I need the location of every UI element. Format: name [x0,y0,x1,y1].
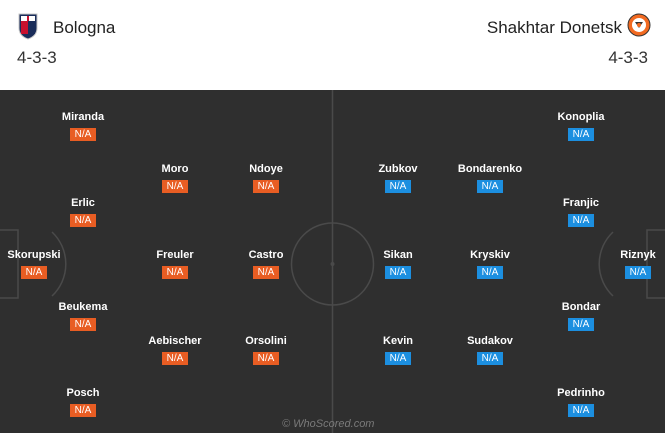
player-sudakov[interactable]: Sudakov N/A [450,335,530,366]
player-skorupski[interactable]: Skorupski N/A [0,249,74,280]
player-rating-badge: N/A [568,318,594,331]
player-name: Skorupski [7,249,61,261]
player-name: Franjic [562,197,600,209]
player-kryskiv[interactable]: Kryskiv N/A [450,249,530,280]
player-name: Ndoye [249,163,283,175]
player-rating-badge: N/A [253,266,279,279]
player-rating-badge: N/A [253,352,279,365]
home-team-name[interactable]: Bologna [53,18,116,37]
player-rating-badge: N/A [385,352,411,365]
player-name: Kevin [383,335,413,347]
player-konoplia[interactable]: Konoplia N/A [541,111,621,142]
player-sikan[interactable]: Sikan N/A [358,249,438,280]
player-franjic[interactable]: Franjic N/A [541,197,621,228]
player-rating-badge: N/A [162,180,188,193]
player-name: Posch [66,387,100,399]
player-name: Pedrinho [557,387,605,399]
player-rating-badge: N/A [162,266,188,279]
player-bondar[interactable]: Bondar N/A [541,301,621,332]
player-rating-badge: N/A [162,352,188,365]
player-name: Castro [248,249,284,261]
player-rating-badge: N/A [477,180,503,193]
pitch: Skorupski N/A Miranda N/A Erlic N/A Beuk… [0,90,665,433]
player-name: Konoplia [557,111,605,123]
player-name: Kryskiv [470,249,510,261]
player-rating-badge: N/A [70,214,96,227]
player-pedrinho[interactable]: Pedrinho N/A [541,387,621,418]
player-name: Zubkov [378,163,418,175]
player-ndoye[interactable]: Ndoye N/A [226,163,306,194]
pitch-markings [0,90,665,433]
player-zubkov[interactable]: Zubkov N/A [358,163,438,194]
player-name: Miranda [61,111,105,123]
player-moro[interactable]: Moro N/A [135,163,215,194]
player-rating-badge: N/A [385,266,411,279]
player-name: Bondarenko [457,163,523,175]
player-rating-badge: N/A [21,266,47,279]
player-erlic[interactable]: Erlic N/A [43,197,123,228]
bologna-crest-icon [18,13,38,40]
player-rating-badge: N/A [568,404,594,417]
player-bondarenko[interactable]: Bondarenko N/A [450,163,530,194]
player-orsolini[interactable]: Orsolini N/A [226,335,306,366]
player-name: Erlic [71,197,95,209]
player-beukema[interactable]: Beukema N/A [43,301,123,332]
player-rating-badge: N/A [70,128,96,141]
player-rating-badge: N/A [477,352,503,365]
player-name: Freuler [156,249,194,261]
player-kevin[interactable]: Kevin N/A [358,335,438,366]
player-rating-badge: N/A [625,266,651,279]
player-miranda[interactable]: Miranda N/A [43,111,123,142]
shakhtar-crest-icon [627,13,651,37]
player-name: Bondar [561,301,601,313]
player-name: Aebischer [148,335,202,347]
player-rating-badge: N/A [477,266,503,279]
player-name: Riznyk [620,249,656,261]
whoscored-watermark: © WhoScored.com [282,418,375,430]
away-formation: 4-3-3 [608,48,648,67]
player-rating-badge: N/A [70,318,96,331]
player-name: Beukema [58,301,108,313]
player-castro[interactable]: Castro N/A [226,249,306,280]
player-name: Sudakov [467,335,513,347]
player-name: Orsolini [245,335,287,347]
player-rating-badge: N/A [568,128,594,141]
away-team-name[interactable]: Shakhtar Donetsk [486,18,622,37]
player-riznyk[interactable]: Riznyk N/A [598,249,665,280]
player-posch[interactable]: Posch N/A [43,387,123,418]
home-formation: 4-3-3 [17,48,57,67]
match-header: Bologna 4-3-3 Shakhtar Donetsk 4-3-3 [0,0,665,90]
player-rating-badge: N/A [568,214,594,227]
player-freuler[interactable]: Freuler N/A [135,249,215,280]
player-aebischer[interactable]: Aebischer N/A [135,335,215,366]
player-rating-badge: N/A [385,180,411,193]
player-name: Moro [161,163,189,175]
player-rating-badge: N/A [70,404,96,417]
player-name: Sikan [383,249,413,261]
player-rating-badge: N/A [253,180,279,193]
